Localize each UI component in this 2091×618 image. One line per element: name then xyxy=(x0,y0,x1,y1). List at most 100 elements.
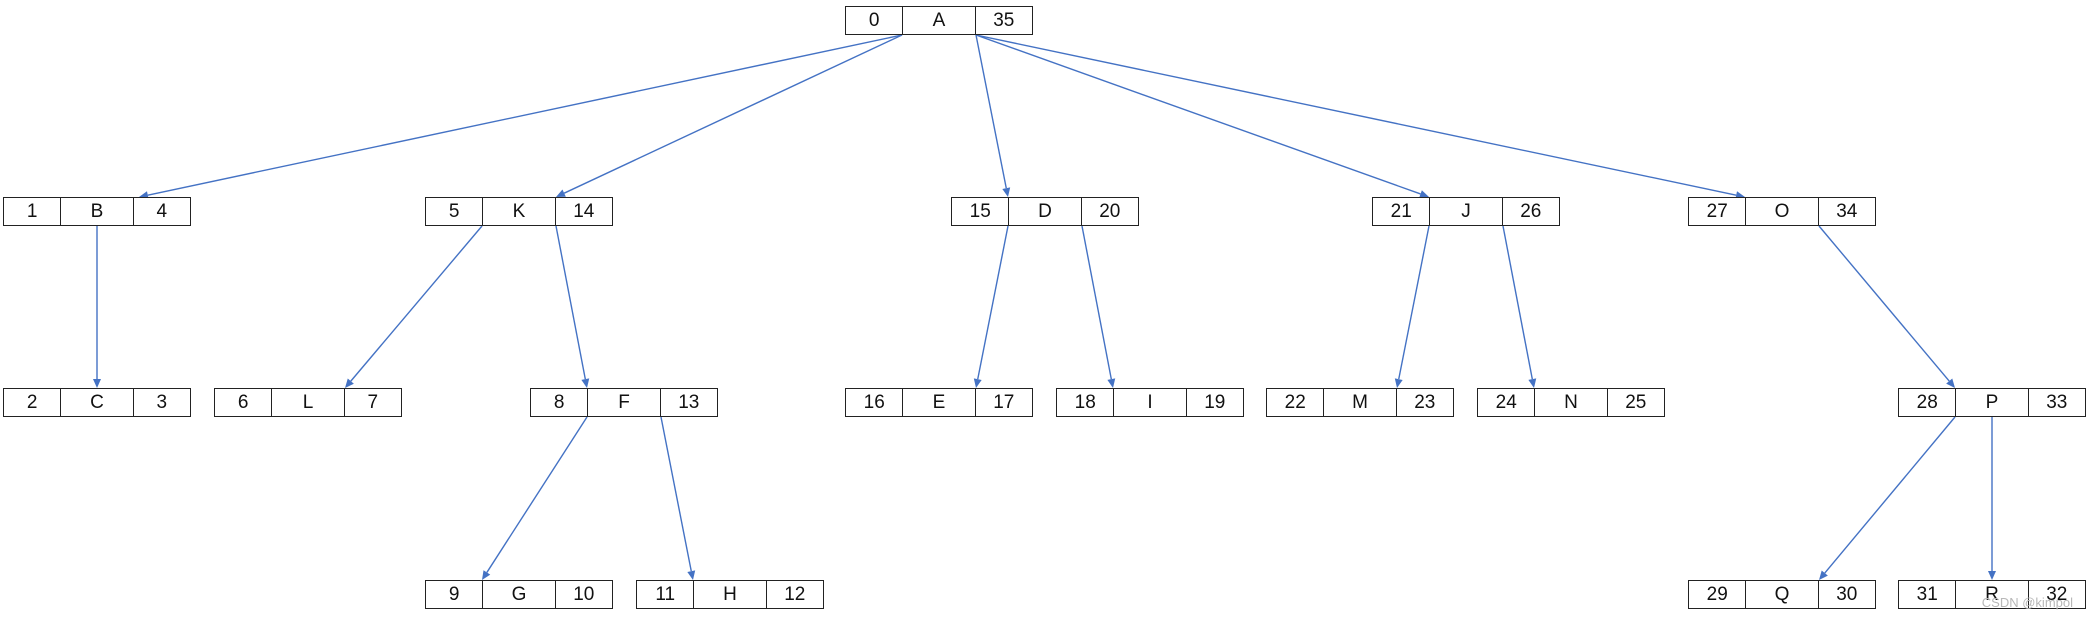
node-label: N xyxy=(1534,389,1608,416)
edge-d-e xyxy=(973,225,1009,388)
edge-line xyxy=(1818,225,1950,382)
edge-line xyxy=(350,225,483,382)
node-pre-number: 31 xyxy=(1916,584,1938,605)
node-label: M xyxy=(1323,389,1397,416)
arrowhead xyxy=(687,570,696,580)
edge-line xyxy=(486,416,588,573)
edge-line xyxy=(660,416,692,572)
node-label: C xyxy=(60,389,134,416)
node-label: O xyxy=(1745,198,1819,225)
tree-node-l: 6 L 7 xyxy=(214,388,402,417)
tree-node-r: 31 R 32 xyxy=(1898,580,2086,609)
node-pre-number: 6 xyxy=(237,392,249,413)
node-post-number: 17 xyxy=(993,392,1015,413)
arrowhead xyxy=(1419,190,1429,198)
edge-a-b xyxy=(139,34,903,200)
node-label: H xyxy=(693,581,767,608)
edge-line xyxy=(975,34,1007,189)
edge-line xyxy=(555,225,586,380)
edge-line xyxy=(977,225,1009,380)
edge-f-h xyxy=(660,416,696,580)
node-pre-number: 29 xyxy=(1706,584,1728,605)
node-post-number: 4 xyxy=(156,201,168,222)
edge-j-n xyxy=(1502,225,1537,388)
edge-line xyxy=(1824,416,1956,574)
node-post-number: 3 xyxy=(156,392,168,413)
edge-k-l xyxy=(345,225,483,388)
arrowhead xyxy=(93,379,101,388)
edge-f-g xyxy=(482,416,588,580)
edge-line xyxy=(1502,225,1533,380)
node-post-number: 13 xyxy=(678,392,700,413)
edge-j-m xyxy=(1394,225,1430,388)
tree-node-n: 24 N 25 xyxy=(1477,388,1665,417)
node-post-number: 33 xyxy=(2046,392,2068,413)
node-label: R xyxy=(1955,581,2029,608)
arrowhead xyxy=(556,189,566,197)
edge-d-i xyxy=(1081,225,1116,388)
edge-a-k xyxy=(556,34,903,197)
node-post-number: 34 xyxy=(1836,201,1858,222)
node-post-number: 10 xyxy=(573,584,595,605)
arrowhead xyxy=(1002,187,1011,197)
node-post-number: 20 xyxy=(1099,201,1121,222)
node-pre-number: 16 xyxy=(863,392,885,413)
node-pre-number: 1 xyxy=(26,201,38,222)
edge-k-f xyxy=(555,225,590,388)
node-label: D xyxy=(1008,198,1082,225)
arrowhead xyxy=(1819,570,1828,580)
arrowhead xyxy=(1946,378,1955,388)
edge-o-p xyxy=(1818,225,1955,388)
edge-a-o xyxy=(975,34,1745,200)
edge-a-d xyxy=(975,34,1011,197)
arrowhead xyxy=(1988,571,1996,580)
node-post-number: 7 xyxy=(367,392,379,413)
node-label: G xyxy=(482,581,556,608)
tree-node-k: 5 K 14 xyxy=(425,197,613,226)
edge-a-j xyxy=(975,34,1429,198)
node-post-number: 32 xyxy=(2046,584,2068,605)
arrowhead xyxy=(1107,378,1116,388)
node-post-number: 25 xyxy=(1625,392,1647,413)
node-label: Q xyxy=(1745,581,1819,608)
node-post-number: 23 xyxy=(1414,392,1436,413)
node-pre-number: 11 xyxy=(655,584,676,605)
arrowhead xyxy=(482,570,491,580)
edge-line xyxy=(975,34,1421,195)
edge-line xyxy=(563,34,903,194)
node-pre-number: 28 xyxy=(1916,392,1938,413)
edge-line xyxy=(147,34,903,196)
edge-line xyxy=(1398,225,1430,380)
node-label: K xyxy=(482,198,556,225)
tree-node-p: 28 P 33 xyxy=(1898,388,2086,417)
node-post-number: 14 xyxy=(573,201,595,222)
node-pre-number: 5 xyxy=(448,201,460,222)
node-pre-number: 18 xyxy=(1074,392,1096,413)
arrowhead xyxy=(345,378,354,388)
node-post-number: 26 xyxy=(1520,201,1542,222)
node-label: L xyxy=(271,389,345,416)
node-label: P xyxy=(1955,389,2029,416)
node-pre-number: 0 xyxy=(868,10,880,31)
arrowhead xyxy=(973,378,982,388)
node-pre-number: 24 xyxy=(1495,392,1517,413)
arrowhead xyxy=(1394,378,1403,388)
node-pre-number: 2 xyxy=(26,392,38,413)
node-pre-number: 8 xyxy=(553,392,565,413)
node-label: J xyxy=(1429,198,1503,225)
node-post-number: 19 xyxy=(1204,392,1226,413)
edge-p-q xyxy=(1819,416,1956,580)
node-pre-number: 15 xyxy=(969,201,991,222)
arrowhead xyxy=(581,378,590,388)
